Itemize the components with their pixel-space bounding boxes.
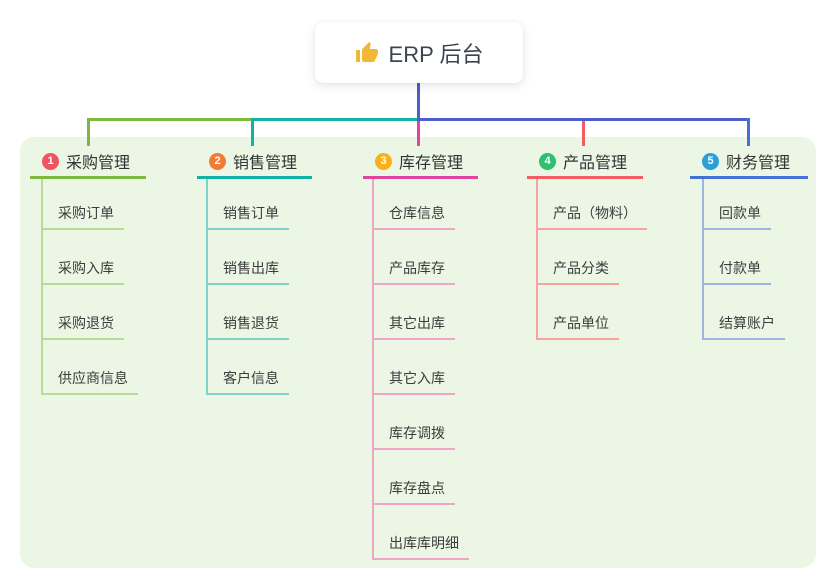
connector-branch-drop-5	[746, 118, 750, 146]
branch-badge: 5	[702, 152, 719, 170]
child-node[interactable]: 产品单位	[536, 314, 619, 340]
child-label: 采购入库	[58, 260, 114, 276]
connector-horizontal-mid	[250, 118, 417, 121]
child-label: 回款单	[719, 205, 761, 221]
branch-trunk-line	[536, 179, 538, 340]
connector-root-drop	[416, 83, 420, 118]
branch-label: 财务管理	[726, 155, 791, 172]
child-node[interactable]: 供应商信息	[41, 369, 138, 395]
child-label: 销售退货	[223, 315, 279, 331]
child-label: 销售出库	[223, 260, 279, 276]
branch-label: 销售管理	[233, 155, 298, 172]
child-label: 产品分类	[553, 260, 609, 276]
branch-badge: 2	[209, 152, 226, 170]
branch-node-3[interactable]: 3 库存管理	[363, 146, 478, 179]
child-label: 库存调拨	[389, 425, 445, 441]
connector-branch-drop-2	[250, 118, 254, 146]
branch-label: 库存管理	[399, 155, 464, 172]
child-label: 付款单	[719, 260, 761, 276]
thumbs-up-icon	[355, 41, 378, 62]
branch-trunk-line	[206, 179, 208, 395]
child-label: 结算账户	[719, 315, 775, 331]
child-label: 供应商信息	[58, 370, 128, 386]
child-node[interactable]: 其它出库	[372, 314, 455, 340]
root-node[interactable]: ERP 后台	[315, 22, 523, 83]
branches-panel	[20, 137, 816, 568]
branch-badge: 4	[539, 152, 556, 170]
child-node[interactable]: 付款单	[702, 259, 771, 285]
branch-badge: 3	[375, 152, 392, 170]
child-node[interactable]: 出库库明细	[372, 534, 469, 560]
root-label: ERP 后台	[388, 41, 484, 67]
child-label: 客户信息	[223, 370, 279, 386]
connector-branch-drop-4	[581, 121, 585, 146]
branch-label: 采购管理	[66, 155, 131, 172]
child-label: 其它出库	[389, 315, 445, 331]
child-node[interactable]: 库存调拨	[372, 424, 455, 450]
child-node[interactable]: 其它入库	[372, 369, 455, 395]
child-node[interactable]: 产品（物料）	[536, 204, 647, 230]
child-label: 采购退货	[58, 315, 114, 331]
connector-branch-drop-1	[86, 118, 90, 146]
child-label: 产品库存	[389, 260, 445, 276]
child-label: 产品（物料）	[553, 205, 637, 221]
child-node[interactable]: 采购入库	[41, 259, 124, 285]
branch-node-2[interactable]: 2 销售管理	[197, 146, 312, 179]
branch-trunk-line	[702, 179, 704, 340]
branch-trunk-line	[41, 179, 43, 395]
connector-horizontal-right	[416, 118, 750, 121]
child-node[interactable]: 销售订单	[206, 204, 289, 230]
branch-node-5[interactable]: 5 财务管理	[690, 146, 808, 179]
child-node[interactable]: 仓库信息	[372, 204, 455, 230]
child-node[interactable]: 采购订单	[41, 204, 124, 230]
child-node[interactable]: 回款单	[702, 204, 771, 230]
child-node[interactable]: 库存盘点	[372, 479, 455, 505]
child-node[interactable]: 客户信息	[206, 369, 289, 395]
connector-horizontal-left	[86, 118, 251, 121]
child-label: 其它入库	[389, 370, 445, 386]
branch-label: 产品管理	[563, 155, 628, 172]
child-label: 库存盘点	[389, 480, 445, 496]
child-label: 采购订单	[58, 205, 114, 221]
connector-branch-drop-3	[416, 121, 420, 146]
child-node[interactable]: 销售出库	[206, 259, 289, 285]
child-node[interactable]: 产品分类	[536, 259, 619, 285]
child-label: 产品单位	[553, 315, 609, 331]
branch-node-1[interactable]: 1 采购管理	[30, 146, 146, 179]
child-label: 出库库明细	[389, 535, 459, 551]
child-node[interactable]: 销售退货	[206, 314, 289, 340]
child-node[interactable]: 产品库存	[372, 259, 455, 285]
child-label: 仓库信息	[389, 205, 445, 221]
branch-trunk-line	[372, 179, 374, 560]
child-label: 销售订单	[223, 205, 279, 221]
branch-badge: 1	[42, 152, 59, 170]
child-node[interactable]: 采购退货	[41, 314, 124, 340]
branch-node-4[interactable]: 4 产品管理	[527, 146, 643, 179]
child-node[interactable]: 结算账户	[702, 314, 785, 340]
